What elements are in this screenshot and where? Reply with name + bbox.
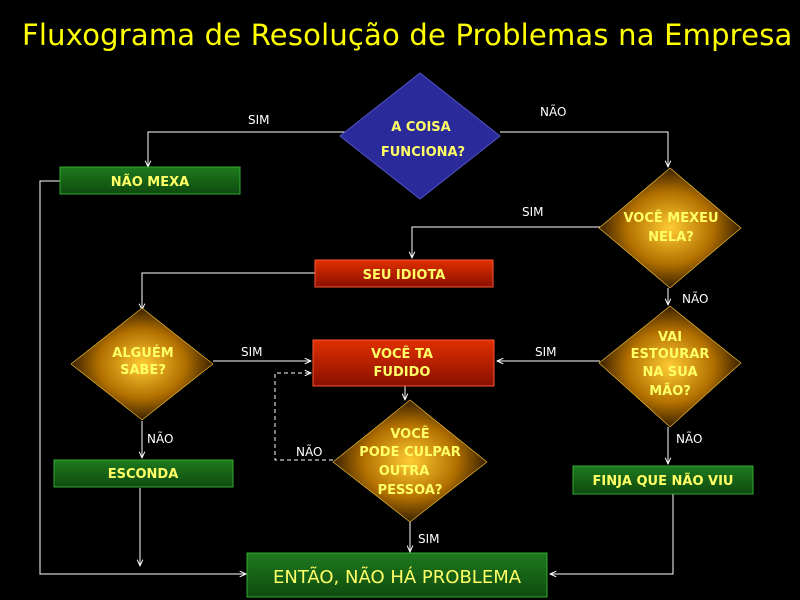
- label-funciona-nao: NÃO: [540, 104, 566, 119]
- label-estourar-sim: SIM: [535, 345, 557, 359]
- label-funciona-sim: SIM: [248, 113, 270, 127]
- label-culpar-nao: NÃO: [296, 444, 322, 459]
- box-fudido: VOCÊ TA FUDIDO: [312, 339, 495, 387]
- box-seu-idiota: SEU IDIOTA: [314, 259, 494, 288]
- label-culpar-sim: SIM: [418, 532, 440, 546]
- decision-culpar-line3: OUTRA: [379, 464, 430, 479]
- label-alguem-nao: NÃO: [147, 431, 173, 446]
- box-finja-label: FINJA QUE NÃO VIU: [592, 473, 733, 489]
- box-final: ENTÃO, NÃO HÁ PROBLEMA: [246, 552, 548, 598]
- box-nao-mexa-label: NÃO MEXA: [111, 174, 189, 190]
- edge-finja-final: [550, 494, 674, 574]
- box-final-label: ENTÃO, NÃO HÁ PROBLEMA: [273, 566, 522, 588]
- connectors: [39, 131, 674, 574]
- decision-alguem-line2: SABE?: [120, 363, 166, 378]
- edge-naomexa-final: [39, 180, 246, 574]
- box-esconda-label: ESCONDA: [108, 467, 179, 482]
- label-mexeu-nao: NÃO: [682, 291, 708, 306]
- decision-culpar-line1: VOCÊ: [390, 426, 429, 442]
- decision-funciona-line1: A COISA: [391, 120, 450, 135]
- box-finja: FINJA QUE NÃO VIU: [572, 465, 754, 495]
- decision-estourar-line2: ESTOURAR: [631, 347, 710, 362]
- decision-mexeu: VOCÊ MEXEU NELA?: [598, 167, 742, 289]
- decision-funciona: A COISA FUNCIONA?: [339, 72, 501, 200]
- edge-funciona-sim: [148, 131, 345, 167]
- decision-culpar: VOCÊ PODE CULPAR OUTRA PESSOA?: [332, 399, 488, 523]
- decision-estourar: VAI ESTOURAR NA SUA MÃO?: [598, 305, 742, 428]
- box-fudido-line2: FUDIDO: [374, 365, 431, 380]
- decision-alguem-line1: ALGUÉM: [112, 345, 173, 361]
- page-title: Fluxograma de Resolução de Problemas na …: [22, 18, 793, 52]
- edge-culpar-nao: [274, 373, 333, 461]
- edge-mexeu-sim: [412, 226, 600, 258]
- decision-funciona-line2: FUNCIONA?: [381, 145, 465, 160]
- box-seu-idiota-label: SEU IDIOTA: [363, 268, 446, 283]
- edge-funciona-nao: [500, 131, 668, 167]
- decision-culpar-line2: PODE CULPAR: [359, 445, 461, 460]
- decision-mexeu-line2: NELA?: [648, 230, 694, 245]
- edge-idiota-alguem: [142, 272, 315, 310]
- label-estourar-nao: NÃO: [676, 431, 702, 446]
- decision-estourar-line1: VAI: [658, 330, 682, 345]
- box-nao-mexa: NÃO MEXA: [59, 166, 241, 195]
- decision-estourar-line3: NA SUA: [642, 365, 697, 380]
- box-esconda: ESCONDA: [53, 459, 234, 488]
- decision-alguem: ALGUÉM SABE?: [70, 307, 214, 421]
- decision-estourar-line4: MÃO?: [649, 383, 691, 399]
- decision-mexeu-line1: VOCÊ MEXEU: [623, 210, 718, 226]
- label-alguem-sim: SIM: [241, 345, 263, 359]
- decision-culpar-line4: PESSOA?: [378, 483, 443, 498]
- label-mexeu-sim: SIM: [522, 205, 544, 219]
- box-fudido-line1: VOCÊ TA: [371, 346, 433, 362]
